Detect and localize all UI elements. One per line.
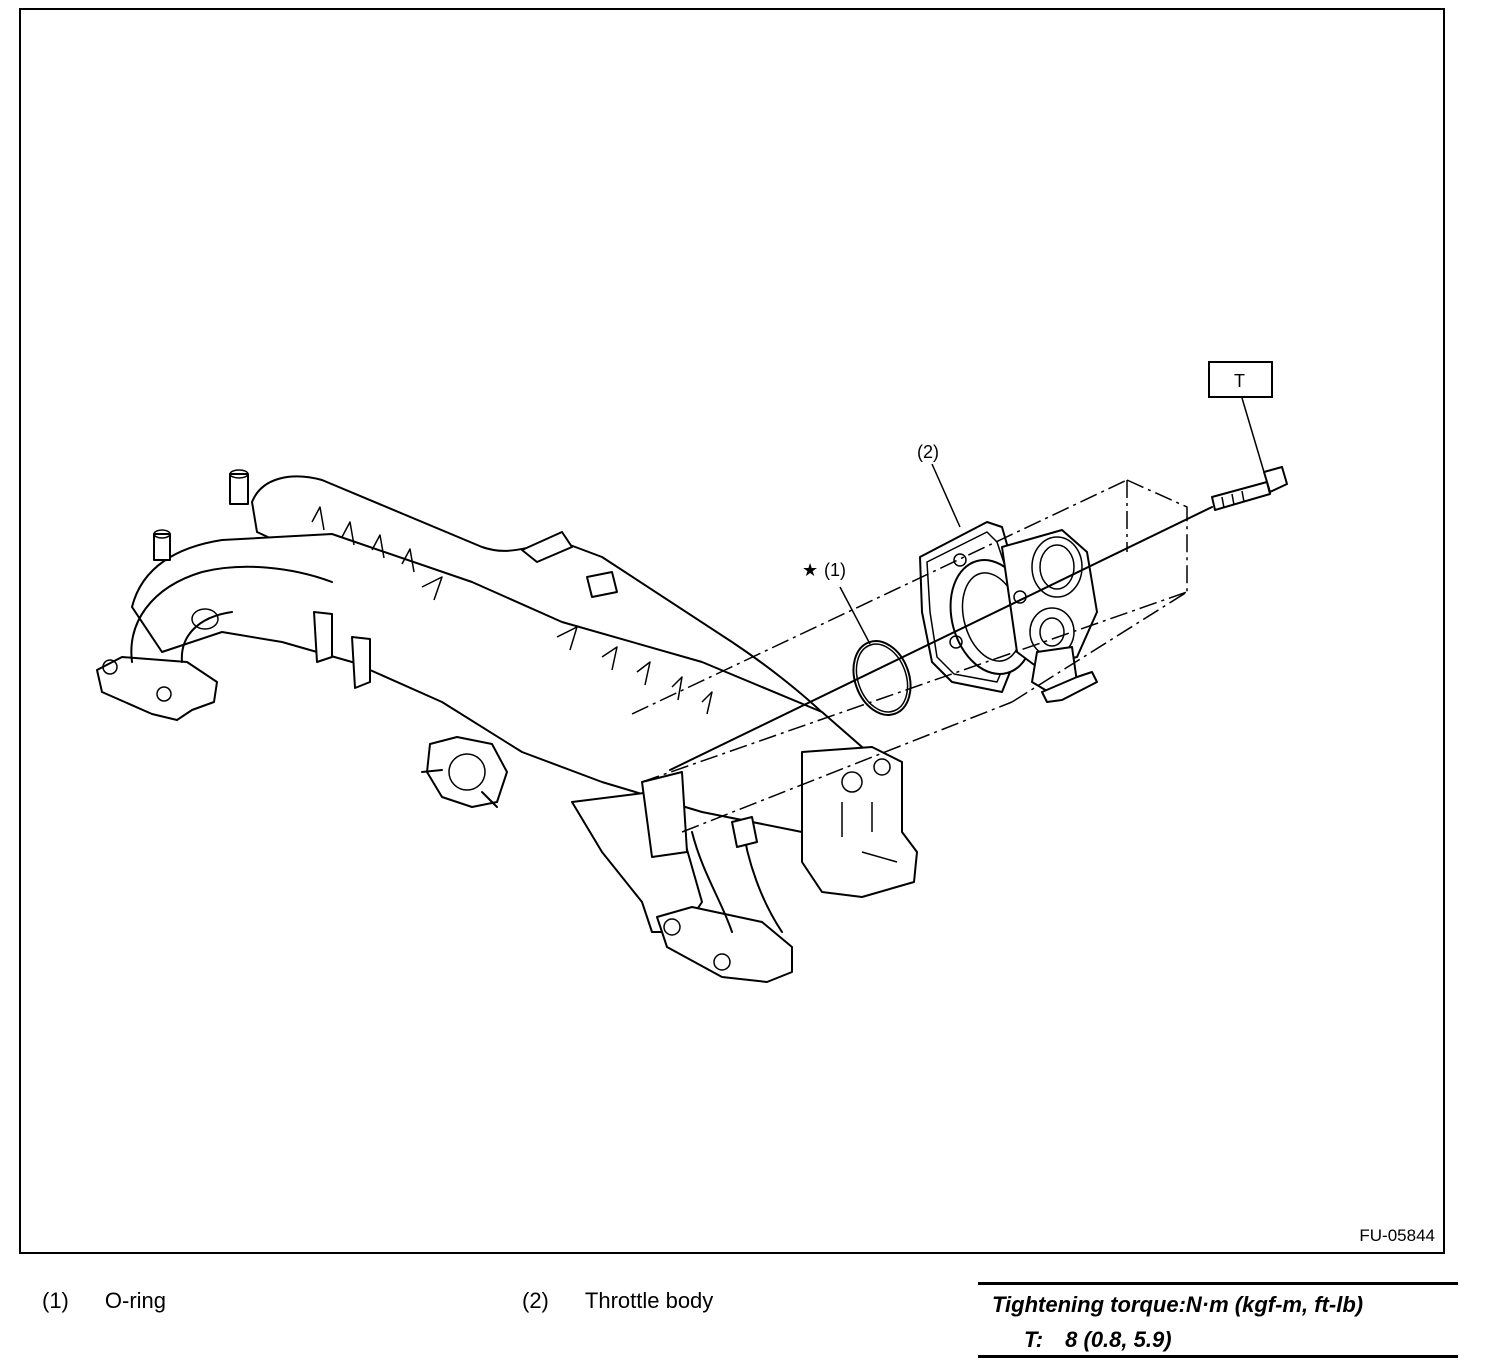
torque-callout-box	[1208, 361, 1273, 398]
torque-spec-box: Tightening torque:N·m (kgf-m, ft-lb) T: 8…	[978, 1282, 1458, 1358]
legend-item-1: (1) O-ring	[42, 1288, 166, 1314]
figure-frame: ★ (1) (2) T FU-05844	[19, 8, 1445, 1254]
legend-number: (2)	[522, 1288, 549, 1313]
torque-value: 8 (0.8, 5.9)	[1065, 1327, 1172, 1352]
legend-item-2: (2) Throttle body	[522, 1288, 713, 1314]
throttle-body-drawing	[919, 521, 1098, 703]
callout-part-1: (1)	[824, 560, 846, 580]
callout-part-2: (2)	[917, 442, 939, 462]
intake-manifold-drawing	[96, 469, 918, 983]
legend-label: Throttle body	[584, 1288, 714, 1313]
torque-heading: Tightening torque:N·m (kgf-m, ft-lb)	[992, 1292, 1364, 1317]
callout-leaders	[839, 397, 1265, 645]
bolt-drawing	[1211, 466, 1288, 511]
new-part-star-icon: ★	[802, 560, 818, 580]
figure-id: FU-05844	[1359, 1226, 1435, 1245]
legend-number: (1)	[42, 1288, 69, 1313]
torque-callout-label: T	[1234, 371, 1245, 391]
legend-label: O-ring	[104, 1288, 167, 1313]
torque-row: T: 8 (0.8, 5.9)	[1024, 1327, 1194, 1353]
alignment-lines	[631, 479, 1213, 833]
intake-manifold-diagram: ★ (1) (2) T	[96, 361, 1288, 983]
torque-label: T:	[1024, 1327, 1044, 1352]
o-ring-drawing	[852, 640, 912, 716]
